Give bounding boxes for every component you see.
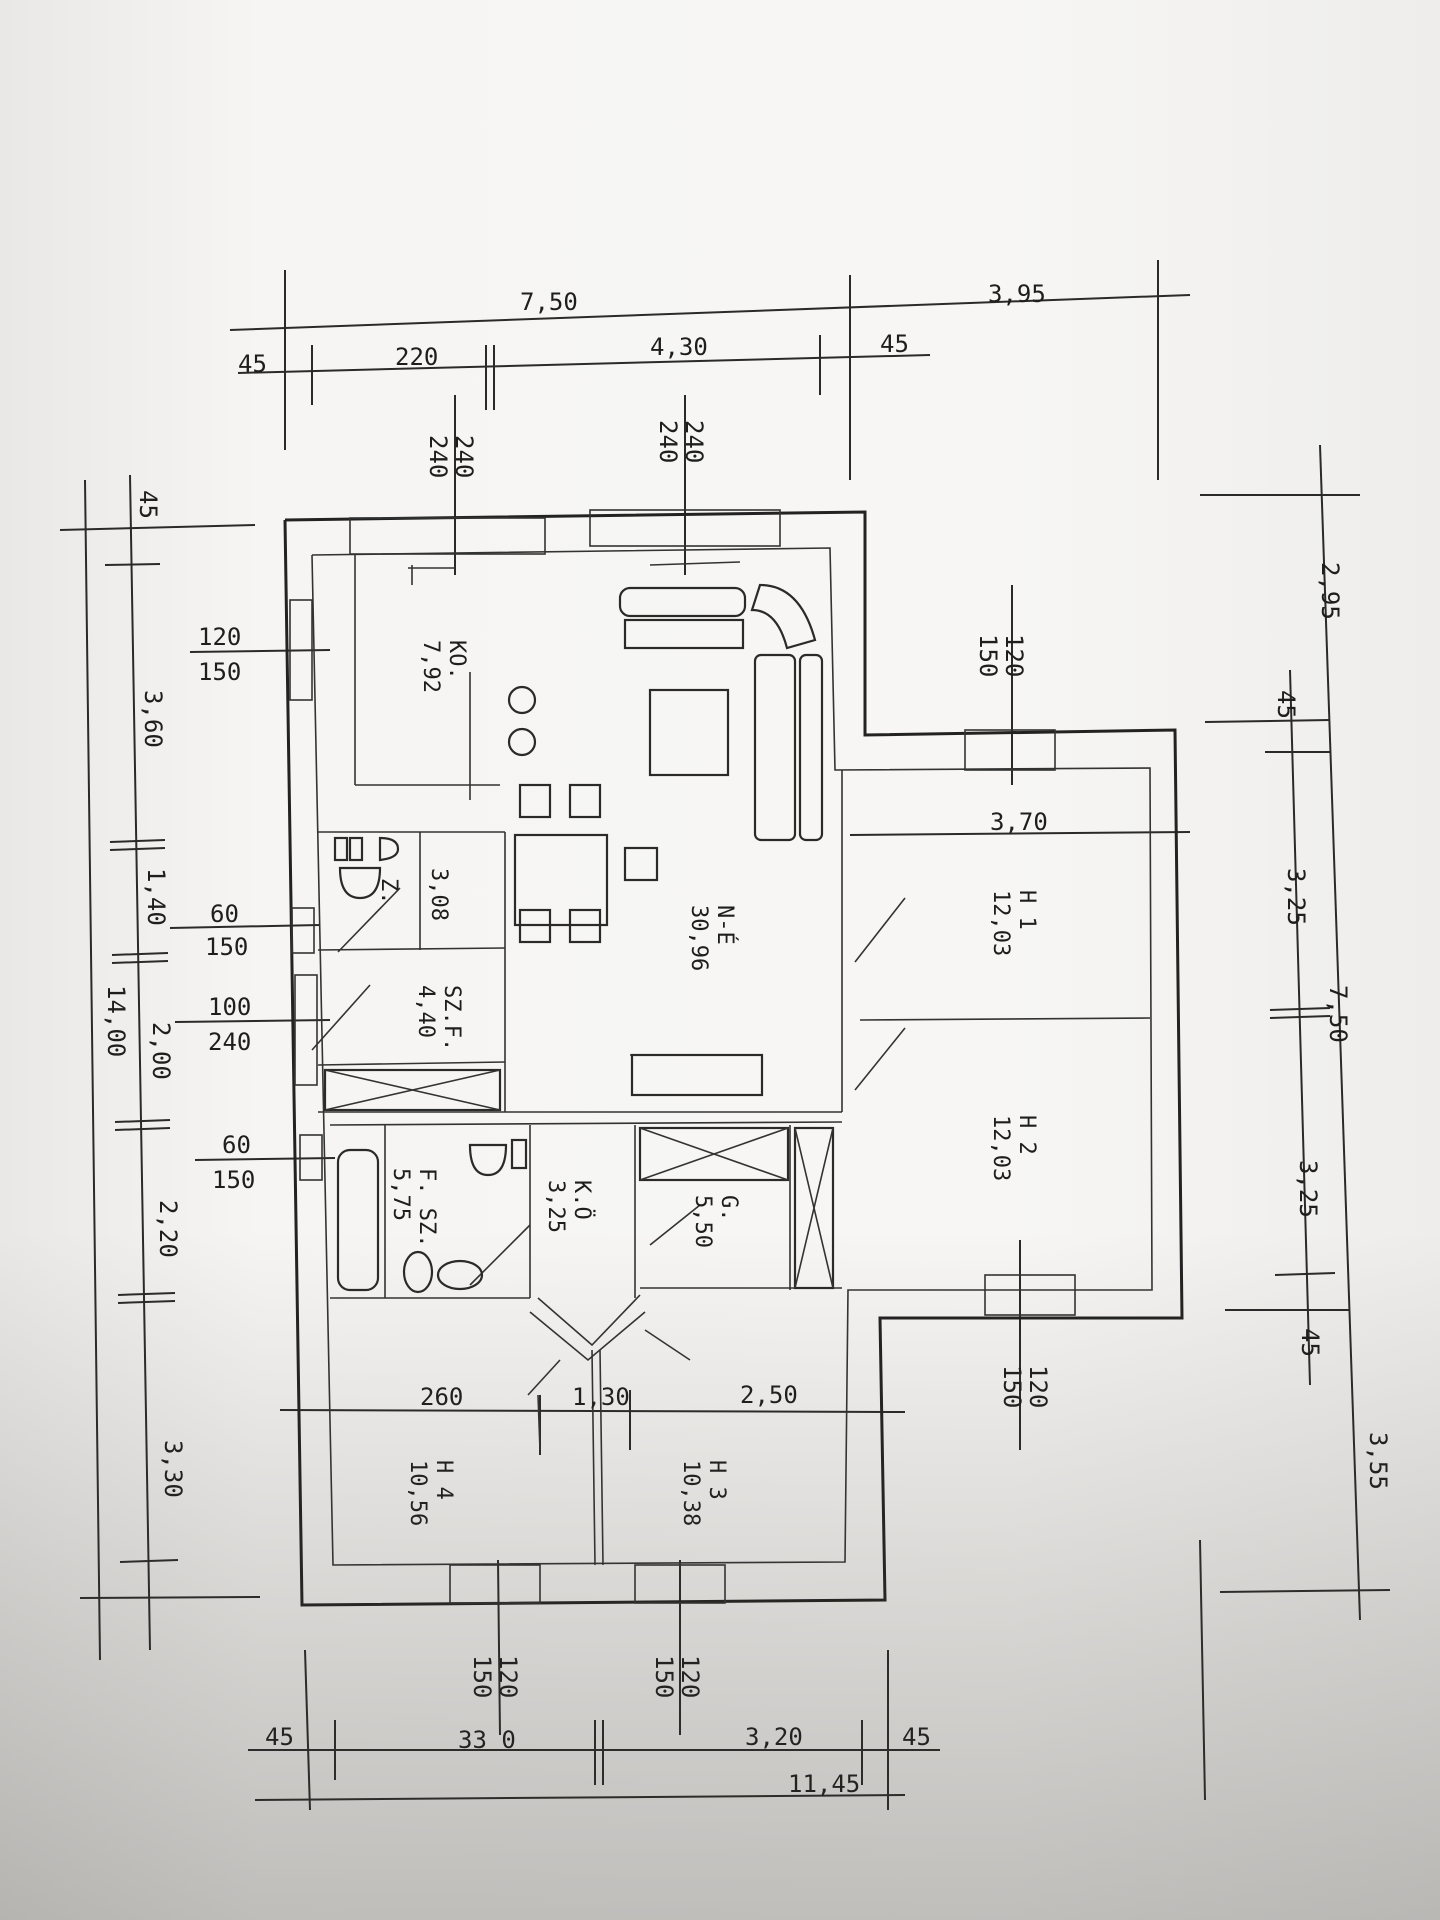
room-g-code: G. <box>716 1195 741 1222</box>
dim-bottom-row-3: 3,20 <box>745 1723 803 1751</box>
dim-left-1: 45 <box>134 490 162 519</box>
dim-top-row-4: 45 <box>880 330 909 358</box>
dim-left-window-4a: 60 <box>222 1131 251 1159</box>
room-fsz-area: 5,75 <box>388 1168 413 1221</box>
dim-inner-bottom-2: 1,30 <box>572 1383 630 1411</box>
room-h3-code: H 3 <box>704 1460 729 1500</box>
room-g-area: 5,50 <box>690 1195 715 1248</box>
doors <box>311 561 906 1396</box>
dim-left-6: 3,30 <box>159 1440 187 1498</box>
room-h1-area: 12,03 <box>988 890 1013 956</box>
dim-right-6: 45 <box>1296 1328 1324 1357</box>
room-szf-code: SZ.F. <box>439 985 464 1051</box>
dim-right-3: 3,25 <box>1282 868 1310 926</box>
dim-window-top-left-a: 240 <box>450 435 478 478</box>
dim-top-row-2: 220 <box>395 343 438 371</box>
room-h2-area: 12,03 <box>988 1115 1013 1181</box>
dim-left-3: 1,40 <box>142 868 170 926</box>
dim-top-overall-right: 3,95 <box>988 280 1046 308</box>
dim-top-overall-left: 7,50 <box>520 288 578 316</box>
windows <box>289 509 1076 1604</box>
dim-bottom-window-1b: 150 <box>468 1655 496 1698</box>
dim-bottom-row-1: 45 <box>265 1723 294 1751</box>
dim-left-window-3a: 100 <box>208 993 251 1021</box>
furniture <box>323 565 835 1294</box>
dim-left-window-3b: 240 <box>208 1028 251 1056</box>
dim-left-window-4b: 150 <box>212 1166 255 1194</box>
room-z-code: Z. <box>376 878 401 905</box>
dim-window-top-left-b: 240 <box>424 435 452 478</box>
dim-top-row-1: 45 <box>238 350 267 378</box>
room-h1-code: H 1 <box>1014 890 1039 930</box>
dim-right-5: 3,25 <box>1294 1160 1322 1218</box>
room-h4-area: 10,56 <box>405 1460 430 1526</box>
dim-right-1: 2,95 <box>1316 562 1344 620</box>
dim-bottom-window-2a: 120 <box>676 1655 704 1698</box>
dim-left-window-2a: 60 <box>210 900 239 928</box>
dim-left-4: 2,00 <box>147 1022 175 1080</box>
dim-left-2: 3,60 <box>139 690 167 748</box>
room-ko-area: 7,92 <box>418 640 443 693</box>
room-ne-code: N-É <box>712 905 738 945</box>
room-szf-area: 4,40 <box>413 985 438 1038</box>
dim-bottom-window-2b: 150 <box>650 1655 678 1698</box>
dim-left-5: 2,20 <box>154 1200 182 1258</box>
room-z-area: 3,08 <box>426 868 451 921</box>
room-ko-hall-area: 3,25 <box>543 1180 568 1233</box>
room-ne-area: 30,96 <box>686 905 711 971</box>
dim-left-overall: 14,00 <box>102 985 130 1057</box>
room-ko-hall-code: K.Ö <box>569 1180 595 1220</box>
dim-window-top-mid-a: 240 <box>680 420 708 463</box>
dim-right-window-top-b: 150 <box>974 634 1002 677</box>
dim-inner-h1-top: 3,70 <box>990 808 1048 836</box>
dim-bottom-window-1a: 120 <box>494 1655 522 1698</box>
room-ko-code: KO. <box>444 640 469 680</box>
dim-left-window-2b: 150 <box>205 933 248 961</box>
dim-right-window-top-a: 120 <box>1000 634 1028 677</box>
dim-window-top-mid-b: 240 <box>654 420 682 463</box>
dim-left-window-1a: 120 <box>198 623 241 651</box>
dim-right-4: 7,50 <box>1324 985 1352 1043</box>
dim-right-window-bottom-a: 120 <box>1024 1365 1052 1408</box>
dim-bottom-overall: 11,45 <box>788 1770 860 1798</box>
dim-bottom-row-4: 45 <box>902 1723 931 1751</box>
dim-left-window-1b: 150 <box>198 658 241 686</box>
dim-top-row-3: 4,30 <box>650 333 708 361</box>
dim-right-2: 45 <box>1272 690 1300 719</box>
dim-inner-bottom-1: 260 <box>420 1383 463 1411</box>
room-h4-code: H 4 <box>431 1460 456 1500</box>
dim-right-window-bottom-b: 150 <box>998 1365 1026 1408</box>
dimension-lines <box>59 260 1391 1811</box>
dim-right-7: 3,55 <box>1364 1432 1392 1490</box>
room-fsz-code: F. SZ. <box>414 1168 439 1247</box>
dim-bottom-row-2: 33 0 <box>458 1726 516 1754</box>
room-h3-area: 10,38 <box>678 1460 703 1526</box>
dim-inner-bottom-3: 2,50 <box>740 1381 798 1409</box>
room-h2-code: H 2 <box>1014 1115 1039 1155</box>
